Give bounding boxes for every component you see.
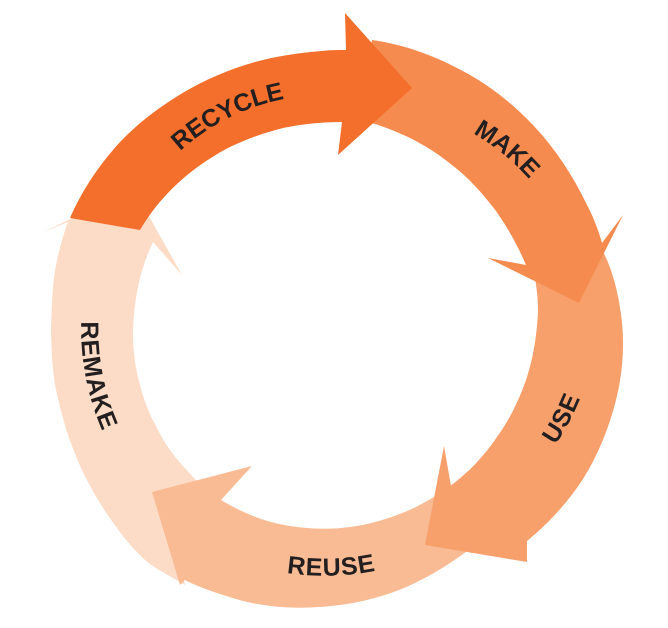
remake-arrow [44,188,211,585]
reuse-arrow [152,466,478,608]
use-arrow [425,238,624,562]
make-arrow [356,40,623,303]
recycle-arrow [70,13,412,230]
reuse-label: REUSE [286,549,377,582]
